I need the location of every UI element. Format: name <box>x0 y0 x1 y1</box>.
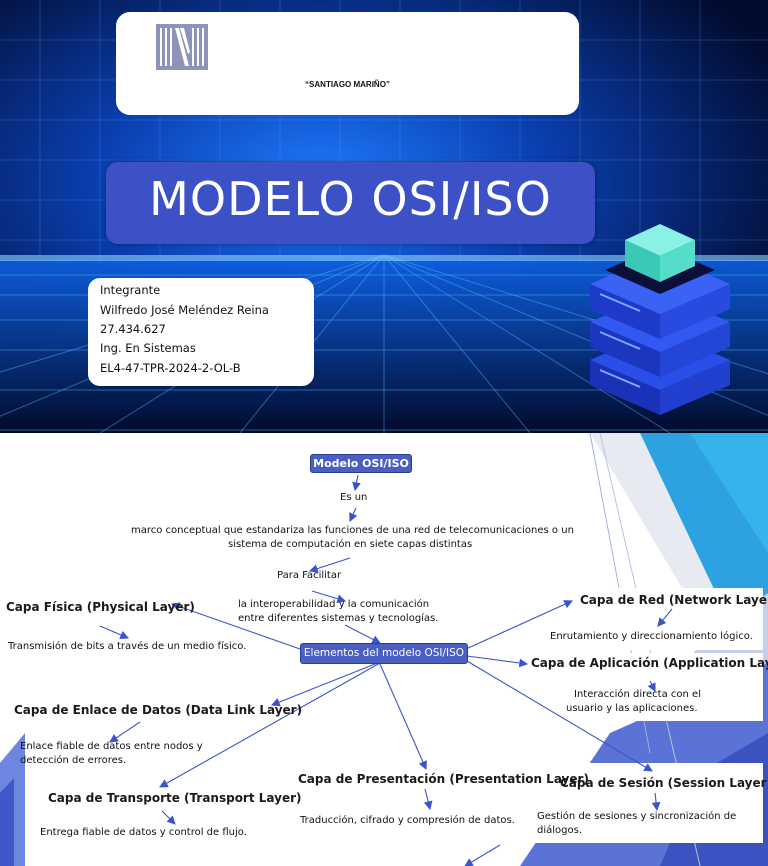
link-para-facilitar: Para Facilitar <box>277 570 342 581</box>
layer-red-title: Capa de Red (Network Layer) <box>580 593 768 607</box>
layer-sesion-desc-2: diálogos. <box>537 825 583 836</box>
info-name: Wilfredo José Meléndez Reina <box>100 303 269 317</box>
info-role: Integrante <box>100 283 161 297</box>
institution-name: “SANTIAGO MARIÑO” <box>305 80 390 89</box>
layer-red-desc: Enrutamiento y direccionamiento lógico. <box>550 631 753 642</box>
title-banner: MODELO OSI/ISO <box>106 162 595 244</box>
page-title: MODELO OSI/ISO <box>149 172 552 226</box>
card-aplicacion-bg <box>528 653 763 721</box>
layer-sesion-title: Capa de Sesión (Session Layer) <box>560 776 768 790</box>
definition-line-2: sistema de computación en siete capas di… <box>228 539 473 550</box>
layer-fisica-title: Capa Física (Physical Layer) <box>6 600 195 614</box>
layer-transporte-desc: Entrega fiable de datos y control de flu… <box>40 827 247 838</box>
student-info-card: Integrante Wilfredo José Meléndez Reina … <box>88 278 314 386</box>
link-es-un: Es un <box>340 492 368 503</box>
server-stack-icon <box>590 224 730 415</box>
layer-enlace-desc-2: detección de errores. <box>20 755 127 766</box>
institution-card: “SANTIAGO MARIÑO” <box>116 12 579 115</box>
layer-presentacion-title: Capa de Presentación (Presentation Layer… <box>298 772 589 786</box>
purpose-line-2: entre diferentes sistemas y tecnologías. <box>238 613 439 624</box>
layer-transporte-title: Capa de Transporte (Transport Layer) <box>48 791 302 805</box>
layer-enlace-desc-1: Enlace fiable de datos entre nodos y <box>20 741 203 752</box>
purpose-line-1: la interoperabilidad y la comunicación <box>238 599 430 610</box>
layer-aplicacion-desc-2: usuario y las aplicaciones. <box>566 703 698 714</box>
node-elementos: Elementos del modelo OSI/ISO <box>300 643 468 664</box>
layer-aplicacion-desc-1: Interacción directa con el <box>574 689 701 700</box>
layer-sesion-desc-1: Gestión de sesiones y sincronización de <box>537 811 737 822</box>
layer-presentacion-desc: Traducción, cifrado y compresión de dato… <box>300 815 515 826</box>
connector-arrows <box>99 474 673 866</box>
info-id: 27.434.627 <box>100 322 166 336</box>
layer-aplicacion-title: Capa de Aplicación (Application Layer) <box>531 656 768 670</box>
cover-slide: “SANTIAGO MARIÑO” MODELO OSI/ISO Integra… <box>0 0 768 433</box>
card-sesion-bg <box>530 763 763 843</box>
institution-logo-icon <box>156 24 208 70</box>
definition-line-1: marco conceptual que estandariza las fun… <box>131 525 574 536</box>
info-section: EL4-47-TPR-2024-2-OL-B <box>100 361 241 375</box>
card-red-bg <box>512 588 763 650</box>
layer-enlace-title: Capa de Enlace de Datos (Data Link Layer… <box>14 703 303 717</box>
concept-map-slide: Modelo OSI/ISO Es un marco conceptual qu… <box>0 433 768 866</box>
info-career: Ing. En Sistemas <box>100 341 196 355</box>
layer-fisica-desc: Transmisión de bits a través de un medio… <box>8 641 247 652</box>
node-root: Modelo OSI/ISO <box>310 454 412 473</box>
